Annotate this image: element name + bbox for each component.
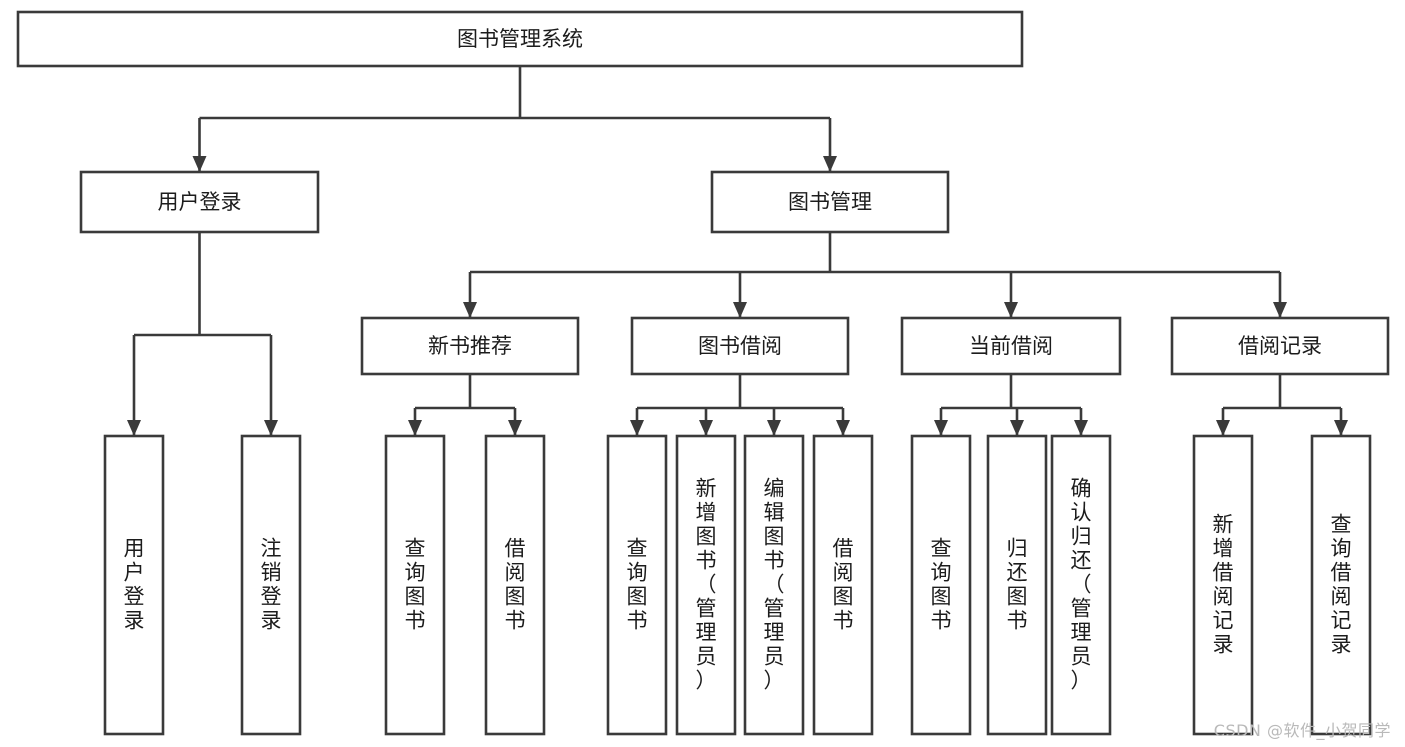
node-box xyxy=(986,434,1048,736)
node-box xyxy=(484,434,546,736)
csdn-watermark: CSDN @软件_小贺同学 xyxy=(1213,721,1391,740)
arrow-head-icon xyxy=(192,156,207,172)
node-l2-user-login[interactable]: 用户登录 xyxy=(79,170,320,234)
node-leaf-leaf-add-book[interactable]: 新增图书（管理员） xyxy=(675,434,737,736)
node-box xyxy=(1192,434,1254,736)
node-l3-new-book-recommend[interactable]: 新书推荐 xyxy=(360,316,580,376)
node-l3-book-borrow[interactable]: 图书借阅 xyxy=(630,316,850,376)
node-label: 借阅图书 xyxy=(505,537,526,633)
node-label: 用户登录 xyxy=(158,190,242,214)
node-leaf-leaf-query-record[interactable]: 查询借阅记录 xyxy=(1310,434,1372,736)
arrow-head-icon xyxy=(934,420,948,436)
node-leaf-leaf-confirm-return[interactable]: 确认归还（管理员） xyxy=(1050,434,1112,736)
arrow-head-icon xyxy=(1273,302,1287,318)
arrow-head-icon xyxy=(699,420,713,436)
arrow-head-icon xyxy=(823,156,837,172)
node-layer: 图书管理系统用户登录图书管理新书推荐图书借阅当前借阅借阅记录用户登录注销登录查询… xyxy=(16,10,1390,736)
node-leaf-leaf-query-book-1[interactable]: 查询图书 xyxy=(384,434,446,736)
node-root-root[interactable]: 图书管理系统 xyxy=(16,10,1024,68)
arrow-head-icon xyxy=(836,420,850,436)
node-box xyxy=(812,434,874,736)
arrow-head-icon xyxy=(264,420,278,436)
node-box xyxy=(606,434,668,736)
node-box xyxy=(1170,316,1390,376)
arrow-head-icon xyxy=(1010,420,1024,436)
node-leaf-leaf-edit-book[interactable]: 编辑图书（管理员） xyxy=(743,434,805,736)
node-box xyxy=(360,316,580,376)
node-label: 查询图书 xyxy=(405,537,426,633)
node-box xyxy=(1310,434,1372,736)
node-box xyxy=(710,170,950,234)
node-box xyxy=(103,434,165,736)
arrow-head-icon xyxy=(127,420,141,436)
node-label: 查询借阅记录 xyxy=(1331,513,1352,657)
node-label: 新增图书（管理员） xyxy=(696,477,717,693)
node-leaf-leaf-query-book-3[interactable]: 查询图书 xyxy=(910,434,972,736)
node-label: 注销登录 xyxy=(261,537,282,633)
node-label: 确认归还（管理员） xyxy=(1071,477,1092,693)
node-box xyxy=(384,434,446,736)
node-leaf-leaf-user-logout[interactable]: 注销登录 xyxy=(240,434,302,736)
node-box xyxy=(910,434,972,736)
node-label: 查询图书 xyxy=(627,537,648,633)
node-box xyxy=(79,170,320,234)
node-label: 借阅记录 xyxy=(1238,334,1322,358)
node-label: 用户登录 xyxy=(124,537,145,633)
node-label: 图书管理系统 xyxy=(457,27,583,51)
node-label: 编辑图书（管理员） xyxy=(764,477,785,693)
arrow-head-icon xyxy=(408,420,422,436)
node-box xyxy=(630,316,850,376)
node-leaf-leaf-add-record[interactable]: 新增借阅记录 xyxy=(1192,434,1254,736)
arrow-head-icon xyxy=(508,420,522,436)
node-leaf-leaf-borrow-book-2[interactable]: 借阅图书 xyxy=(812,434,874,736)
node-leaf-leaf-query-book-2[interactable]: 查询图书 xyxy=(606,434,668,736)
arrow-head-icon xyxy=(630,420,644,436)
arrow-head-icon xyxy=(1334,420,1348,436)
node-box xyxy=(900,316,1122,376)
node-box xyxy=(16,10,1024,68)
connector-layer xyxy=(127,66,1348,436)
node-label: 归还图书 xyxy=(1007,537,1028,633)
node-label: 新书推荐 xyxy=(428,334,512,358)
node-box xyxy=(675,434,737,736)
node-l3-borrow-record[interactable]: 借阅记录 xyxy=(1170,316,1390,376)
node-label: 借阅图书 xyxy=(833,537,854,633)
node-box xyxy=(240,434,302,736)
node-label: 查询图书 xyxy=(931,537,952,633)
arrow-head-icon xyxy=(767,420,781,436)
node-l3-current-borrow[interactable]: 当前借阅 xyxy=(900,316,1122,376)
node-l2-book-manage[interactable]: 图书管理 xyxy=(710,170,950,234)
node-label: 图书管理 xyxy=(788,190,872,214)
node-leaf-leaf-user-login[interactable]: 用户登录 xyxy=(103,434,165,736)
arrow-head-icon xyxy=(1004,302,1018,318)
node-label: 图书借阅 xyxy=(698,334,782,358)
node-box xyxy=(1050,434,1112,736)
arrow-head-icon xyxy=(1074,420,1088,436)
node-leaf-leaf-return-book[interactable]: 归还图书 xyxy=(986,434,1048,736)
node-leaf-leaf-borrow-book-1[interactable]: 借阅图书 xyxy=(484,434,546,736)
arrow-head-icon xyxy=(1216,420,1230,436)
arrow-head-icon xyxy=(463,302,477,318)
node-label: 新增借阅记录 xyxy=(1213,513,1234,657)
node-box xyxy=(743,434,805,736)
node-label: 当前借阅 xyxy=(969,334,1053,358)
arrow-head-icon xyxy=(733,302,747,318)
